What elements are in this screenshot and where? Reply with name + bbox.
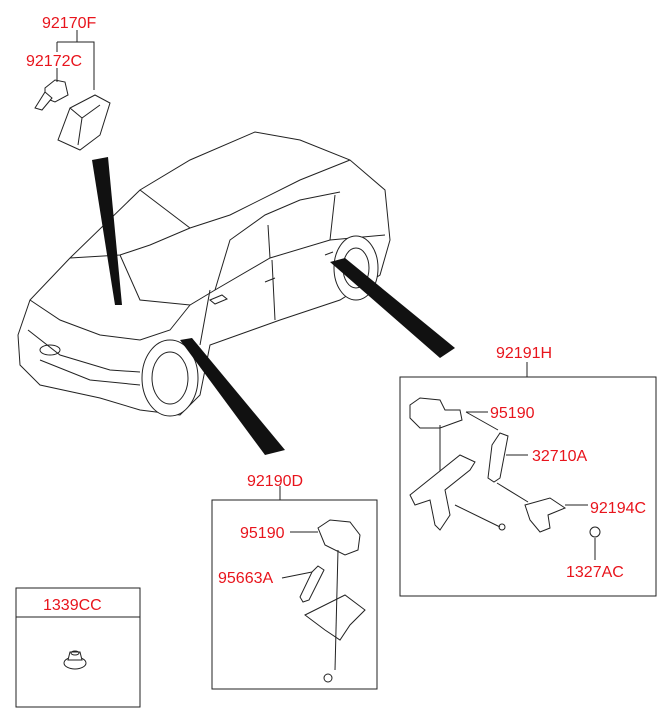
label-95190-front: 95190 (240, 525, 285, 542)
label-1339CC: 1339CC (43, 597, 102, 614)
leader-band-rear (330, 258, 455, 358)
label-92190D: 92190D (247, 473, 303, 490)
label-92172C: 92172C (26, 53, 82, 70)
leader-band-front (180, 338, 285, 455)
label-95190-rear: 95190 (490, 405, 535, 422)
label-1327AC: 1327AC (566, 564, 624, 581)
label-92170F: 92170F (42, 15, 96, 32)
label-92194C: 92194C (590, 500, 646, 517)
front-sensor-box (211, 499, 378, 690)
front-sensor-part (299, 519, 366, 683)
flange-nut-part (63, 650, 87, 670)
actuator-part (34, 79, 69, 111)
ecu-part (57, 94, 111, 151)
rear-sensor-part (409, 397, 601, 538)
rear-sensor-box (399, 376, 657, 597)
nut-box (15, 587, 141, 708)
label-95663A: 95663A (218, 570, 273, 587)
car-illustration (17, 131, 391, 417)
label-92191H: 92191H (496, 345, 552, 362)
leader-band-ecu (92, 157, 122, 305)
label-32710A: 32710A (532, 448, 587, 465)
